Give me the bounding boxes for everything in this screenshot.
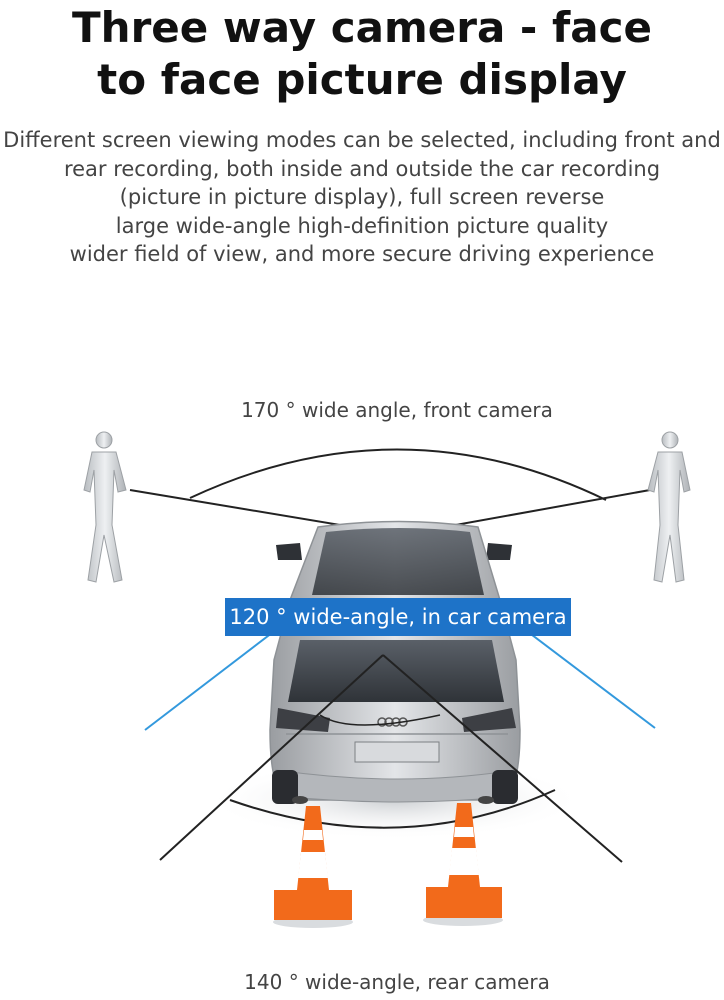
person-right-figure <box>647 431 691 583</box>
rear-camera-label: 140 ° wide-angle, rear camera <box>244 970 550 994</box>
rear-coverage-arc <box>229 789 556 829</box>
rear-view-line-right <box>382 654 623 863</box>
traffic-cone-left <box>273 806 353 928</box>
camera-coverage-illustration <box>83 431 691 928</box>
description-line-4: large wide-angle high-definition picture… <box>115 213 609 238</box>
front-coverage-arc <box>189 448 607 501</box>
description-line-5: wider field of view, and more secure dri… <box>69 242 655 266</box>
description-line-1: Different screen viewing modes can be se… <box>3 128 721 152</box>
in-car-camera-label: 120 ° wide-angle, in car camera <box>225 598 571 636</box>
car-illustration <box>269 520 521 804</box>
description-line-3: (picture in picture display), full scree… <box>119 185 605 209</box>
description: Different screen viewing modes can be se… <box>0 126 724 269</box>
front-camera-label: 170 ° wide angle, front camera <box>241 398 553 422</box>
rear-inner-arc <box>319 714 441 726</box>
rear-view-line-left <box>159 654 384 861</box>
traffic-cone-right <box>423 803 503 926</box>
person-left-figure <box>83 431 127 583</box>
description-line-2: rear recording, both inside and outside … <box>63 156 661 181</box>
